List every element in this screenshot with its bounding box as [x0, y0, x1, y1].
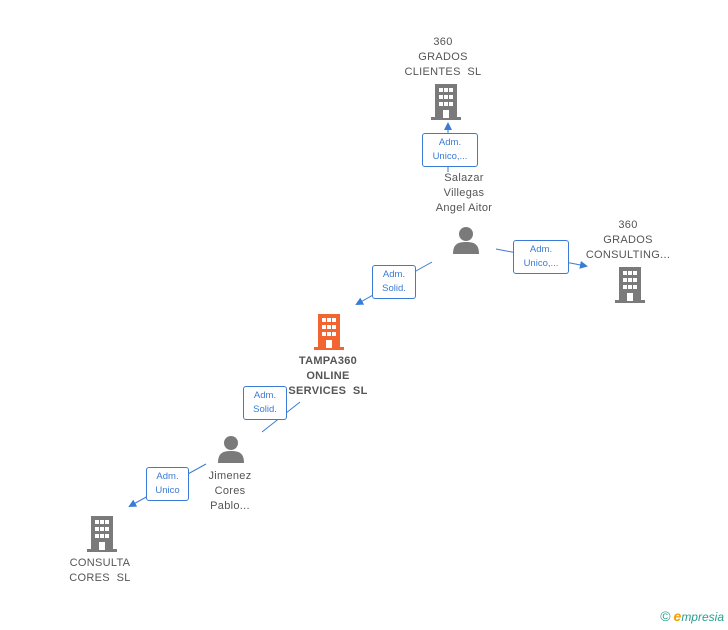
- brand-name: mpresia: [681, 610, 724, 624]
- edge-label-jimenez-tampa[interactable]: Adm. Solid.: [243, 386, 287, 420]
- person-icon[interactable]: [452, 226, 480, 254]
- node-label-jimenez: Jimenez Cores Pablo...: [208, 470, 252, 512]
- building-icon[interactable]: [87, 516, 117, 552]
- edge-label-salazar-consulting[interactable]: Adm. Unico,...: [513, 240, 569, 274]
- building-icon[interactable]: [431, 84, 461, 120]
- node-label-consulta-cores: CONSULTA CORES SL: [69, 557, 131, 584]
- node-label-salazar: Salazar Villegas Angel Aitor: [435, 172, 493, 214]
- building-icon-focus[interactable]: [314, 314, 344, 350]
- node-label-grados-consulting: 360 GRADOS CONSULTING...: [585, 219, 671, 261]
- copyright-symbol: ©: [660, 608, 671, 624]
- node-label-tampa: TAMPA360 ONLINE SERVICES SL: [288, 355, 368, 397]
- brand-initial: e: [673, 608, 682, 624]
- person-icon[interactable]: [217, 435, 245, 463]
- edge-label-salazar-tampa[interactable]: Adm. Solid.: [372, 265, 416, 299]
- brand-logo: ©empresia: [660, 608, 724, 624]
- node-label-grados-clientes: 360 GRADOS CLIENTES SL: [404, 36, 482, 78]
- building-icon[interactable]: [615, 267, 645, 303]
- edge-label-jimenez-consulta[interactable]: Adm. Unico: [146, 467, 189, 501]
- edge-label-salazar-clientes[interactable]: Adm. Unico,...: [422, 133, 478, 167]
